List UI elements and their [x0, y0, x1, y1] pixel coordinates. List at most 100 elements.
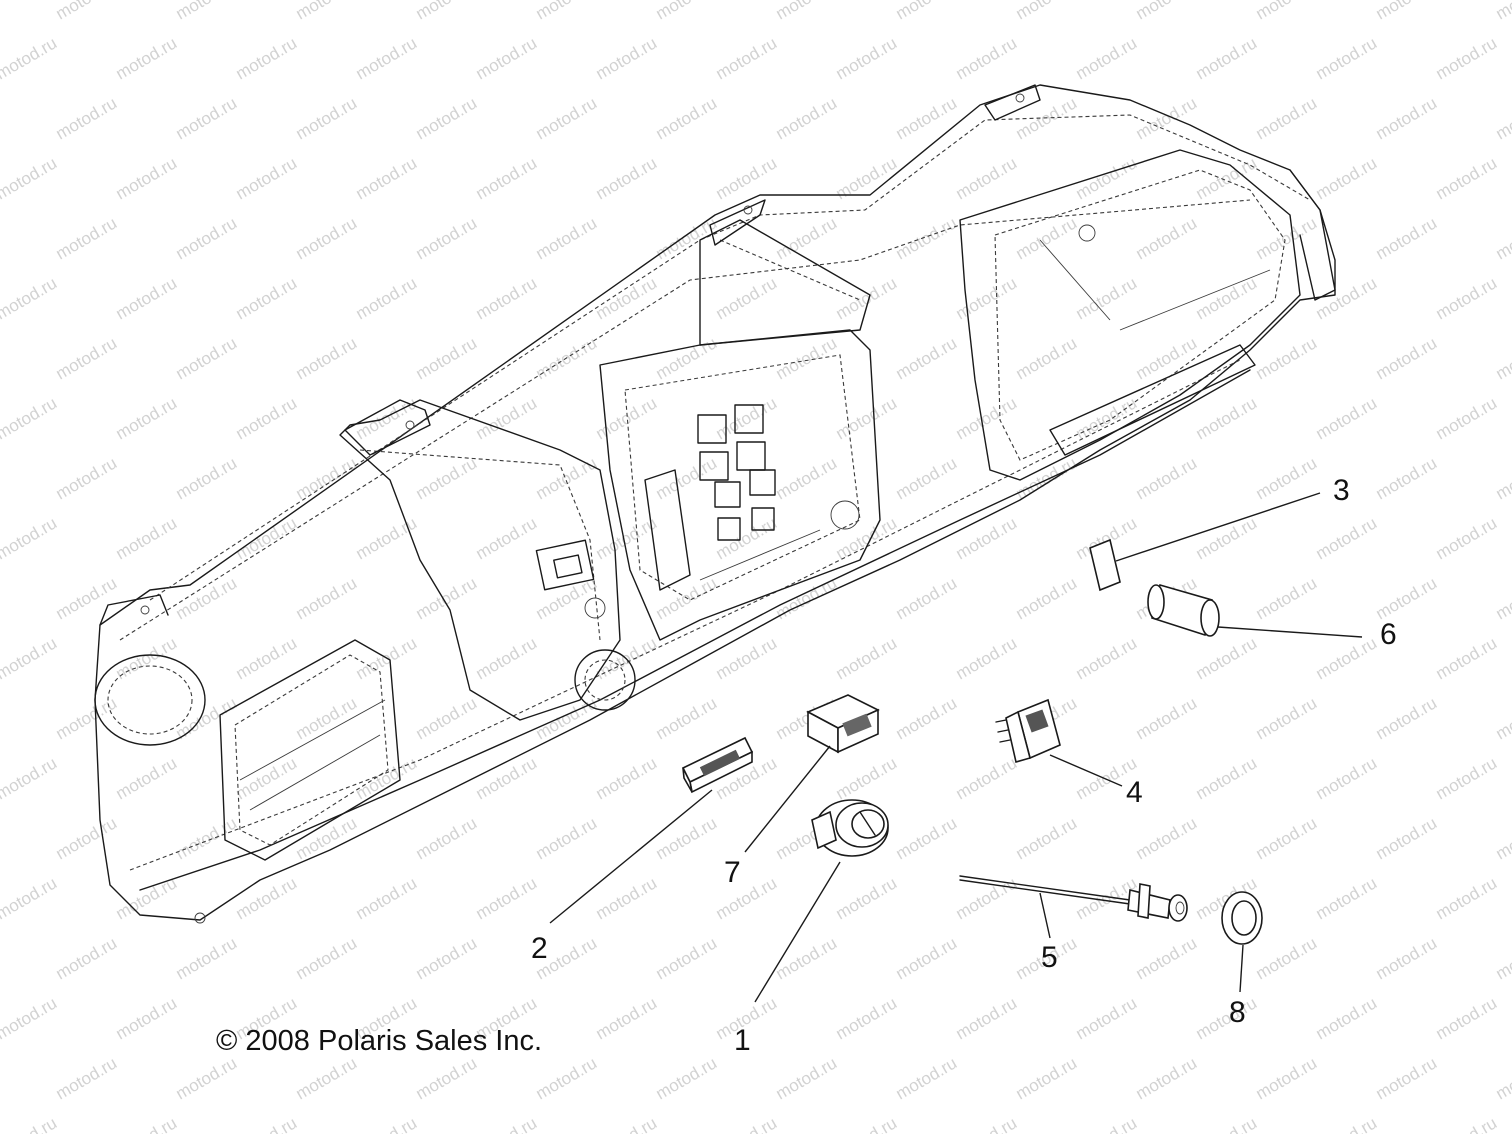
callout-1: 1 [734, 1024, 751, 1057]
watermark-text: motod.ru [413, 453, 481, 503]
watermark-text: motod.ru [413, 0, 481, 23]
watermark-text: motod.ru [1253, 573, 1321, 623]
watermark-text: motod.ru [1133, 693, 1201, 743]
watermark-text: motod.ru [953, 393, 1021, 443]
watermark-text: motod.ru [353, 393, 421, 443]
watermark-text: motod.ru [1133, 0, 1201, 23]
watermark-text: motod.ru [833, 393, 901, 443]
watermark-text: motod.ru [1073, 153, 1141, 203]
watermark-text: motod.ru [1193, 993, 1261, 1043]
watermark-text: motod.ru [1433, 993, 1501, 1043]
watermark-text: motod.ru [953, 753, 1021, 803]
watermark-text: motod.ru [1373, 453, 1441, 503]
watermark-text: motod.ru [773, 213, 841, 263]
watermark-text: motod.ru [653, 1053, 721, 1103]
watermark-text: motod.ru [593, 153, 661, 203]
watermark-text: motod.ru [953, 513, 1021, 563]
watermark-text: motod.ru [0, 753, 60, 803]
watermark-text: motod.ru [833, 873, 901, 923]
watermark-text: motod.ru [53, 213, 121, 263]
watermark-text: motod.ru [1313, 873, 1381, 923]
watermark-text: motod.ru [1253, 213, 1321, 263]
watermark-text: motod.ru [953, 1113, 1021, 1134]
watermark-text: motod.ru [173, 933, 241, 983]
watermark-text: motod.ru [113, 393, 181, 443]
watermark-text: motod.ru [1493, 1053, 1512, 1103]
watermark-text: motod.ru [0, 1113, 60, 1134]
watermark-text: motod.ru [353, 153, 421, 203]
watermark-text: motod.ru [113, 273, 181, 323]
watermark-text: motod.ru [113, 153, 181, 203]
watermark-text: motod.ru [593, 993, 661, 1043]
watermark-text: motod.ru [1493, 0, 1512, 23]
watermark-text: motod.ru [1373, 933, 1441, 983]
watermark-text: motod.ru [1133, 333, 1201, 383]
dashboard-icon [94, 84, 1336, 924]
watermark-text: motod.ru [953, 33, 1021, 83]
watermark-text: motod.ru [1013, 813, 1081, 863]
watermark-text: motod.ru [533, 1053, 601, 1103]
watermark-text: motod.ru [1193, 753, 1261, 803]
watermark-text: motod.ru [173, 93, 241, 143]
watermark-text: motod.ru [173, 813, 241, 863]
watermark-text: motod.ru [593, 33, 661, 83]
watermark-text: motod.ru [53, 333, 121, 383]
watermark-text: motod.ru [893, 1053, 961, 1103]
watermark-text: motod.ru [773, 933, 841, 983]
watermark-text: motod.ru [1253, 693, 1321, 743]
watermark-text: motod.ru [1013, 573, 1081, 623]
sleeve-icon [1147, 583, 1220, 637]
watermark-text: motod.ru [713, 1113, 781, 1134]
watermark-text: motod.ru [1313, 153, 1381, 203]
watermark-text: motod.ru [1013, 213, 1081, 263]
watermark-text: motod.ru [653, 693, 721, 743]
watermark-text: motod.ru [1193, 1113, 1261, 1134]
watermark-text: motod.ru [833, 753, 901, 803]
watermark-text: motod.ru [53, 93, 121, 143]
watermark-text: motod.ru [1313, 33, 1381, 83]
leader-line-6 [1217, 626, 1363, 638]
watermark-text: motod.ru [353, 33, 421, 83]
watermark-text: motod.ru [1313, 633, 1381, 683]
watermark-text: motod.ru [1373, 573, 1441, 623]
watermark-text: motod.ru [113, 33, 181, 83]
watermark-text: motod.ru [0, 513, 60, 563]
watermark-text: motod.ru [293, 453, 361, 503]
watermark-text: motod.ru [1433, 393, 1501, 443]
watermark-text: motod.ru [113, 993, 181, 1043]
watermark-text: motod.ru [1193, 633, 1261, 683]
watermark-text: motod.ru [353, 753, 421, 803]
watermark-text: motod.ru [473, 753, 541, 803]
watermark-text: motod.ru [53, 813, 121, 863]
watermark-text: motod.ru [1253, 93, 1321, 143]
watermark-text: motod.ru [473, 873, 541, 923]
watermark-text: motod.ru [533, 693, 601, 743]
watermark-text: motod.ru [233, 513, 301, 563]
watermark-text: motod.ru [893, 453, 961, 503]
watermark-text: motod.ru [653, 453, 721, 503]
watermark-text: motod.ru [413, 573, 481, 623]
watermark-text: motod.ru [1433, 273, 1501, 323]
watermark-text: motod.ru [1433, 633, 1501, 683]
leader-line-2 [549, 789, 713, 924]
leader-line-1 [754, 861, 841, 1003]
relay-icon [806, 694, 880, 754]
watermark-text: motod.ru [1493, 93, 1512, 143]
watermark-text: motod.ru [113, 513, 181, 563]
watermark-text: motod.ru [653, 813, 721, 863]
watermark-text: motod.ru [113, 753, 181, 803]
watermark-text: motod.ru [1253, 0, 1321, 23]
watermark-text: motod.ru [1253, 933, 1321, 983]
watermark-text: motod.ru [1433, 153, 1501, 203]
callout-6: 6 [1380, 618, 1397, 651]
watermark-text: motod.ru [833, 513, 901, 563]
watermark-text: motod.ru [233, 33, 301, 83]
watermark-text: motod.ru [1133, 933, 1201, 983]
watermark-text: motod.ru [1313, 1113, 1381, 1134]
watermark-text: motod.ru [1193, 393, 1261, 443]
watermark-text: motod.ru [1193, 33, 1261, 83]
watermark-text: motod.ru [1133, 1053, 1201, 1103]
watermark-text: motod.ru [1433, 753, 1501, 803]
leader-line-8 [1239, 944, 1244, 993]
